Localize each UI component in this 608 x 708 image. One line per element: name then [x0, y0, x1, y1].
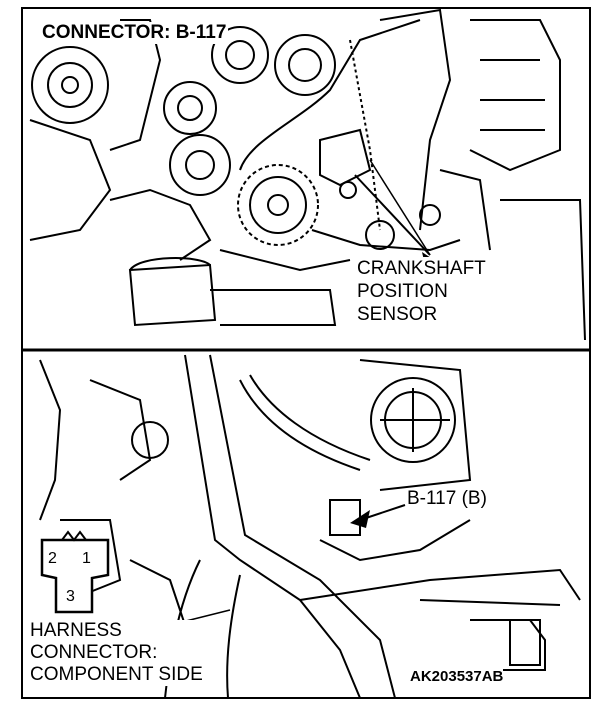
harness-label-line-1: HARNESS	[30, 620, 122, 641]
harness-connector-outline	[40, 538, 110, 614]
sensor-label-line-1: CRANKSHAFT	[357, 258, 486, 279]
pin-1: 1	[82, 550, 91, 567]
harness-label-line-2: CONNECTOR:	[30, 642, 158, 663]
connector-title: CONNECTOR: B-117	[40, 22, 229, 44]
lower-engine-view	[39, 354, 581, 699]
harness-connector-label: HARNESS CONNECTOR: COMPONENT SIDE	[30, 620, 203, 686]
outer-frame	[21, 7, 591, 699]
callout-arrowhead	[350, 510, 370, 528]
pin-2: 2	[48, 550, 57, 567]
harness-label-line-3: COMPONENT SIDE	[30, 664, 203, 685]
pin-3: 3	[66, 588, 75, 605]
connector-callout: B-117 (B)	[407, 488, 487, 510]
figure-code: AK203537AB	[410, 668, 504, 685]
sensor-label-line-3: SENSOR	[357, 304, 438, 325]
sensor-label-line-2: POSITION	[357, 281, 448, 302]
upper-engine-view	[29, 8, 586, 341]
crankshaft-sensor-label: CRANKSHAFT POSITION SENSOR	[357, 257, 486, 326]
